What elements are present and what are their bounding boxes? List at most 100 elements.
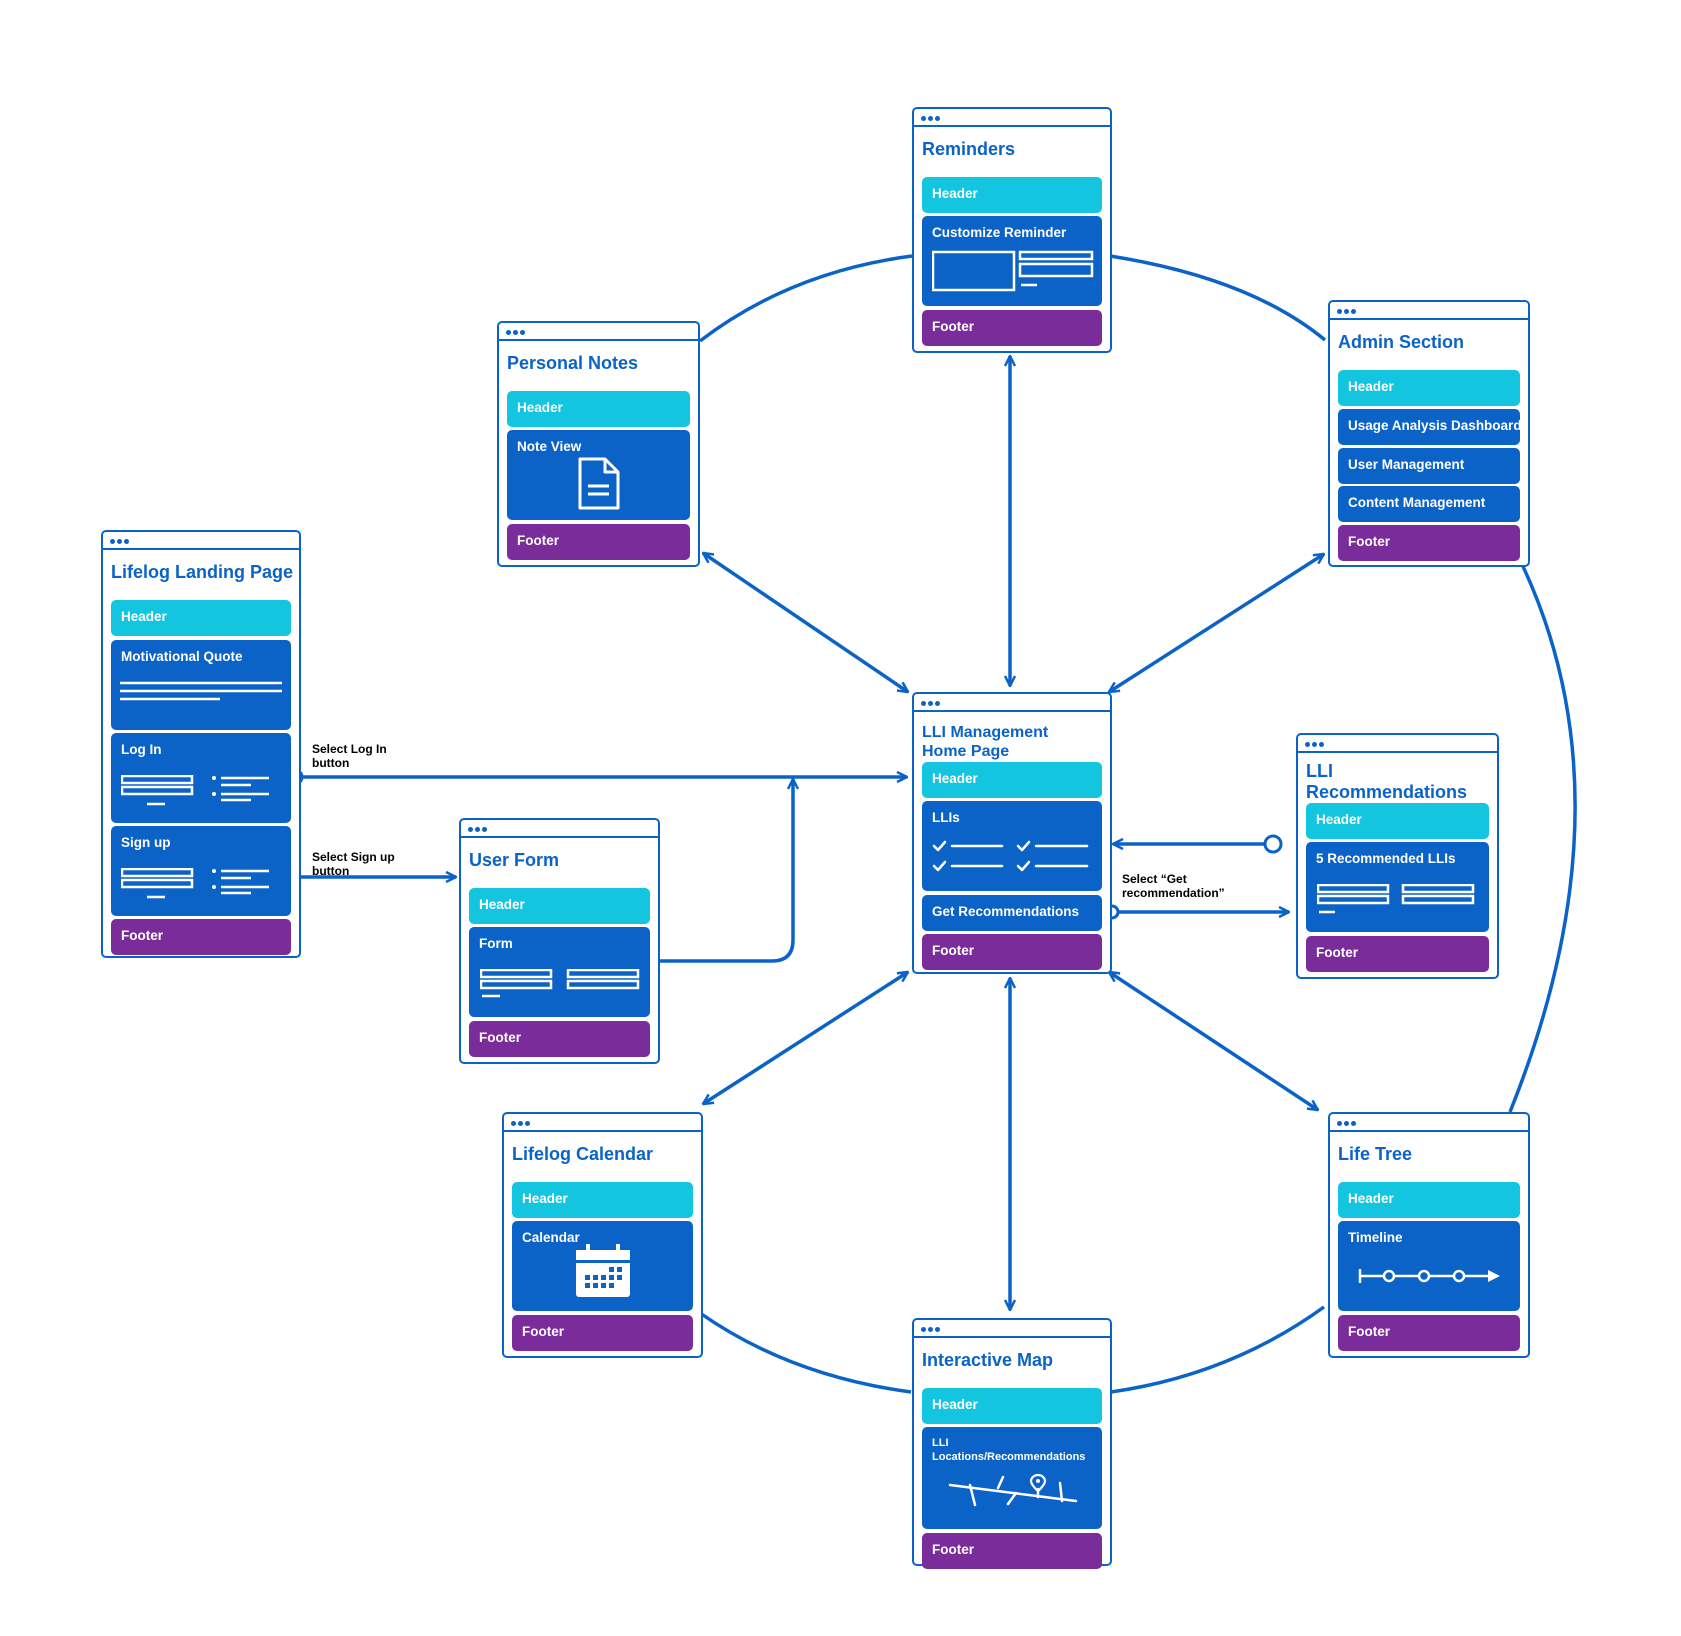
- window-dots-icon: [921, 113, 942, 121]
- get-recommendations-block: Get Recommendations: [922, 895, 1102, 931]
- card-home-page: LLI Management Home Page Header LLIs Get…: [912, 692, 1112, 974]
- card-personal-notes: Personal Notes Header Note View Footer: [497, 321, 700, 567]
- window-dots-icon: [1337, 306, 1358, 314]
- sign-up-block: Sign up: [111, 826, 291, 916]
- header-block: Header: [1306, 803, 1489, 839]
- window-bar: [1330, 1114, 1528, 1132]
- label-line: Select Log In: [312, 742, 387, 756]
- block-label: Log In: [121, 742, 162, 757]
- login-form-icon: [121, 775, 269, 806]
- card-landing-page: Lifelog Landing Page Header Motivational…: [101, 530, 301, 958]
- footer-block: Footer: [1338, 525, 1520, 561]
- footer-block: Footer: [922, 1533, 1102, 1569]
- card-title: Lifelog Landing Page: [111, 562, 294, 582]
- llis-block: LLIs: [922, 801, 1102, 891]
- timeline-block: Timeline: [1338, 1221, 1520, 1311]
- title-line: Recommendations: [1306, 782, 1468, 802]
- card-lifelog-calendar: Lifelog Calendar Header Calendar Footer: [502, 1112, 703, 1358]
- card-title: Life Tree: [1338, 1144, 1413, 1164]
- timeline-icon: [1358, 1269, 1500, 1283]
- footer-block: Footer: [922, 310, 1102, 346]
- card-title: Admin Section: [1338, 332, 1465, 352]
- log-in-block: Log In: [111, 733, 291, 823]
- window-dots-icon: [921, 698, 942, 706]
- footer-block: Footer: [1338, 1315, 1520, 1351]
- window-dots-icon: [921, 1324, 942, 1332]
- label-line: button: [312, 864, 350, 878]
- title-line: LLI Management: [922, 724, 1049, 741]
- recommendation-list-icon: [1317, 884, 1475, 914]
- note-view-block: Note View: [507, 430, 690, 520]
- footer-block: Footer: [922, 934, 1102, 970]
- block-label: Note View: [517, 439, 582, 454]
- ring-arc-admin-lifetree: [1508, 559, 1577, 1113]
- footer-block: Footer: [1306, 936, 1489, 972]
- card-title: LLI Recommendations: [1306, 761, 1497, 803]
- ring-arc-notes-reminders: [698, 254, 913, 343]
- label-line: recommendation”: [1122, 886, 1225, 900]
- window-bar: [914, 109, 1110, 127]
- window-bar: [504, 1114, 701, 1132]
- user-management-block: User Management: [1338, 448, 1520, 484]
- block-label: Timeline: [1348, 1230, 1403, 1245]
- arrow-home-admin: [1109, 552, 1324, 694]
- block-label: Motivational Quote: [121, 649, 243, 664]
- window-bar: [103, 532, 299, 550]
- header-block: Header: [922, 762, 1102, 798]
- window-dots-icon: [511, 1118, 532, 1126]
- window-bar: [1298, 735, 1497, 753]
- window-bar: [914, 694, 1110, 712]
- window-bar: [461, 820, 658, 838]
- text-lines-icon: [120, 681, 282, 701]
- usage-analysis-block: Usage Analysis Dashboard: [1338, 409, 1522, 445]
- label-line: Select Sign up: [312, 850, 395, 864]
- card-title: User Form: [469, 850, 560, 870]
- header-block: Header: [507, 391, 690, 427]
- header-block: Header: [1338, 370, 1520, 406]
- content-management-block: Content Management: [1338, 486, 1520, 522]
- header-block: Header: [922, 177, 1102, 213]
- label-select-signup: Select Sign up button: [312, 850, 395, 878]
- card-user-form: User Form Header Form Footer: [459, 818, 660, 1064]
- window-dots-icon: [506, 327, 527, 335]
- card-title: Personal Notes: [507, 353, 639, 373]
- map-icon: [948, 1473, 1078, 1507]
- window-bar: [1330, 302, 1528, 320]
- header-block: Header: [922, 1388, 1102, 1424]
- header-block: Header: [512, 1182, 693, 1218]
- reminder-form-icon: [932, 250, 1094, 292]
- footer-block: Footer: [111, 919, 291, 955]
- card-title: Interactive Map: [922, 1350, 1054, 1370]
- document-icon: [578, 457, 620, 510]
- card-reminders: Reminders Header Customize Reminder Foot…: [912, 107, 1112, 353]
- ring-arc-reminders-admin: [1109, 254, 1327, 342]
- card-life-tree: Life Tree Header Timeline Footer: [1328, 1112, 1530, 1358]
- card-title: Lifelog Calendar: [512, 1144, 654, 1164]
- block-label: LLI: [932, 1437, 949, 1449]
- footer-block: Footer: [507, 524, 690, 560]
- footer-block: Footer: [469, 1021, 650, 1057]
- window-dots-icon: [1305, 739, 1326, 747]
- arrow-userform-home: [656, 779, 793, 963]
- ring-arc-map-calendar: [698, 1311, 912, 1394]
- checklist-icon: [932, 840, 1089, 872]
- signup-form-icon: [121, 868, 269, 899]
- arrow-home-lifetree: [1109, 970, 1318, 1112]
- window-bar: [914, 1320, 1110, 1338]
- label-line: Select “Get: [1122, 872, 1187, 886]
- motivational-quote-block: Motivational Quote: [111, 640, 291, 730]
- connector-dot-recs: [1263, 834, 1283, 854]
- card-title: Reminders: [922, 139, 1016, 159]
- footer-block: Footer: [512, 1315, 693, 1351]
- block-label: Form: [479, 936, 513, 951]
- title-line: Home Page: [922, 743, 1010, 760]
- window-dots-icon: [110, 536, 131, 544]
- card-admin-section: Admin Section Header Usage Analysis Dash…: [1328, 300, 1530, 567]
- window-dots-icon: [1337, 1118, 1358, 1126]
- header-block: Header: [1338, 1182, 1520, 1218]
- block-label: Customize Reminder: [932, 225, 1067, 240]
- header-block: Header: [111, 600, 291, 636]
- ring-arc-lifetree-map: [1110, 1305, 1326, 1394]
- form-block: Form: [469, 927, 650, 1017]
- label-select-get-recommendation: Select “Get recommendation”: [1122, 872, 1225, 900]
